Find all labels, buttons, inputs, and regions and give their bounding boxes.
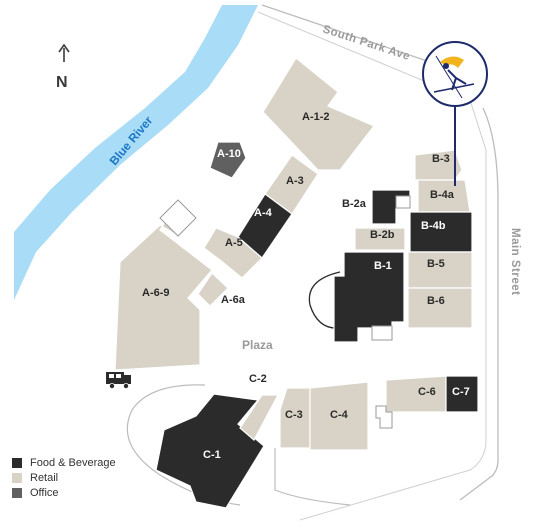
unit-A-10[interactable]: A-10 [209, 141, 247, 179]
unit-B-1[interactable]: B-1 [333, 251, 405, 343]
site-edge-line [257, 11, 487, 521]
unit-C-7[interactable]: C-7 [445, 375, 479, 413]
svg-text:A-1-2: A-1-2 [302, 111, 330, 123]
svg-text:C-7: C-7 [452, 386, 470, 398]
b2a-notch-outline [395, 195, 411, 209]
svg-text:A-6-9: A-6-9 [142, 287, 170, 299]
svg-text:A-10: A-10 [217, 148, 241, 160]
svg-text:B-3: B-3 [432, 153, 450, 165]
unit-B-4b[interactable]: B-4b [409, 211, 473, 253]
legend-swatch-food [12, 458, 22, 468]
unit-C-6[interactable]: C-6 [385, 375, 447, 413]
legend-label-food: Food & Beverage [30, 457, 116, 469]
svg-text:A-5: A-5 [225, 237, 243, 249]
svg-text:C-2: C-2 [249, 373, 267, 385]
unit-B-5[interactable]: B-5 [407, 251, 473, 289]
unit-B-6[interactable]: B-6 [407, 287, 473, 329]
unit-B-4a[interactable]: B-4a [417, 179, 471, 213]
svg-text:C-4: C-4 [330, 409, 349, 421]
c-annex-outline [375, 405, 393, 429]
svg-text:B-5: B-5 [427, 258, 445, 270]
north-label: N [56, 74, 68, 91]
legend-label-retail: Retail [30, 472, 59, 484]
legend-swatch-office [12, 488, 22, 498]
svg-text:B-6: B-6 [427, 295, 445, 307]
svg-text:A-4: A-4 [254, 207, 273, 219]
main-street-line [459, 107, 499, 501]
unit-C-2[interactable]: C-2 [239, 373, 279, 441]
legend-item-office: Office [12, 486, 116, 500]
plaza-curve-right [274, 448, 351, 506]
unit-A-1-2[interactable]: A-1-2 [262, 57, 375, 171]
b1-arc [308, 271, 341, 329]
street-label-main-street: Main Street [509, 228, 521, 296]
svg-text:B-4a: B-4a [430, 189, 455, 201]
unit-A-6-9[interactable]: A-6-9 [114, 199, 213, 371]
svg-text:A-6a: A-6a [221, 294, 246, 306]
svg-text:B-2a: B-2a [342, 198, 367, 210]
legend-item-food: Food & Beverage [12, 456, 116, 470]
svg-text:B-2b: B-2b [370, 229, 395, 241]
unit-C-1[interactable]: C-1 [155, 393, 265, 509]
plaza-label: Plaza [242, 338, 273, 352]
unit-C-3[interactable]: C-3 [279, 387, 311, 449]
unit-A-6a[interactable]: A-6a [197, 272, 246, 307]
svg-text:C-6: C-6 [418, 386, 436, 398]
svg-text:C-3: C-3 [285, 409, 303, 421]
svg-text:B-4b: B-4b [421, 220, 446, 232]
north-arrow-icon [58, 43, 70, 62]
unit-B-2b[interactable]: B-2b [354, 227, 406, 251]
svg-text:A-3: A-3 [286, 175, 304, 187]
b1-notch-outline [371, 325, 393, 341]
a6-annex-outline [159, 199, 197, 237]
unit-B-3[interactable]: B-3 [414, 149, 463, 181]
svg-text:C-1: C-1 [203, 449, 221, 461]
unit-A-5[interactable]: A-5 [203, 227, 263, 279]
legend: Food & Beverage Retail Office [12, 456, 116, 501]
legend-label-office: Office [30, 487, 59, 499]
legend-item-retail: Retail [12, 471, 116, 485]
blue-river [14, 5, 258, 300]
south-park-ave-line [261, 4, 431, 63]
food-truck-icon [106, 372, 131, 389]
unit-C-4[interactable]: C-4 [309, 381, 369, 451]
skier-icon[interactable] [422, 41, 488, 107]
svg-text:B-1: B-1 [374, 260, 392, 272]
legend-swatch-retail [12, 473, 22, 483]
